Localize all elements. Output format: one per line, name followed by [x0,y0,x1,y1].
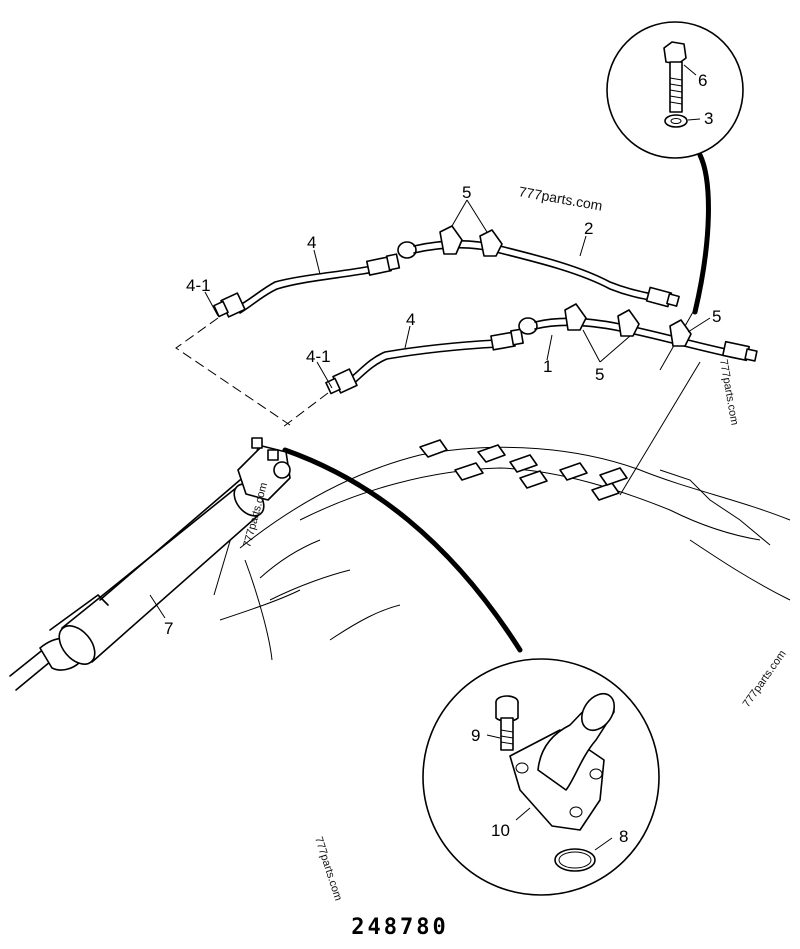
callout-4-1-top: 4-1 [186,276,211,295]
callout-3: 3 [704,109,713,128]
callout-leaders [149,199,711,619]
bolt-6 [663,41,687,113]
watermark-top: 777parts.com [517,183,603,213]
body-mounting-clips [419,439,628,501]
flange-elbow-10 [509,692,616,831]
lower-pipe-assembly [325,303,758,395]
washer-3 [664,114,688,128]
o-ring-8 [554,848,596,872]
detail-leader-top [692,152,711,315]
callout-4-bottom: 4 [406,310,415,329]
cap-screw-9 [495,695,519,751]
callout-10: 10 [491,821,510,840]
callout-4-1-bottom: 4-1 [306,347,331,366]
callout-5-bottom: 5 [595,365,604,384]
callout-2: 2 [584,219,593,238]
callout-5-top: 5 [462,183,471,202]
detail-circle-bottom [422,658,660,896]
detail-circle-top [606,21,744,159]
upper-pipe-assembly [213,225,680,318]
watermark-bottom: 777parts.com [312,835,344,902]
callout-8: 8 [619,827,628,846]
callout-6: 6 [698,71,707,90]
callout-5-right: 5 [712,307,721,326]
callout-7: 7 [164,619,173,638]
watermark-far-right: 777parts.com [741,648,789,709]
detail-leader-bottom [282,447,523,653]
machine-body-outline [219,446,791,661]
hydraulic-cylinder [9,437,291,691]
callout-1: 1 [543,357,552,376]
callout-9: 9 [471,726,480,745]
callout-4-top: 4 [307,233,316,252]
watermark-right: 777parts.com [717,358,740,426]
part-number: 248780 [351,915,448,940]
